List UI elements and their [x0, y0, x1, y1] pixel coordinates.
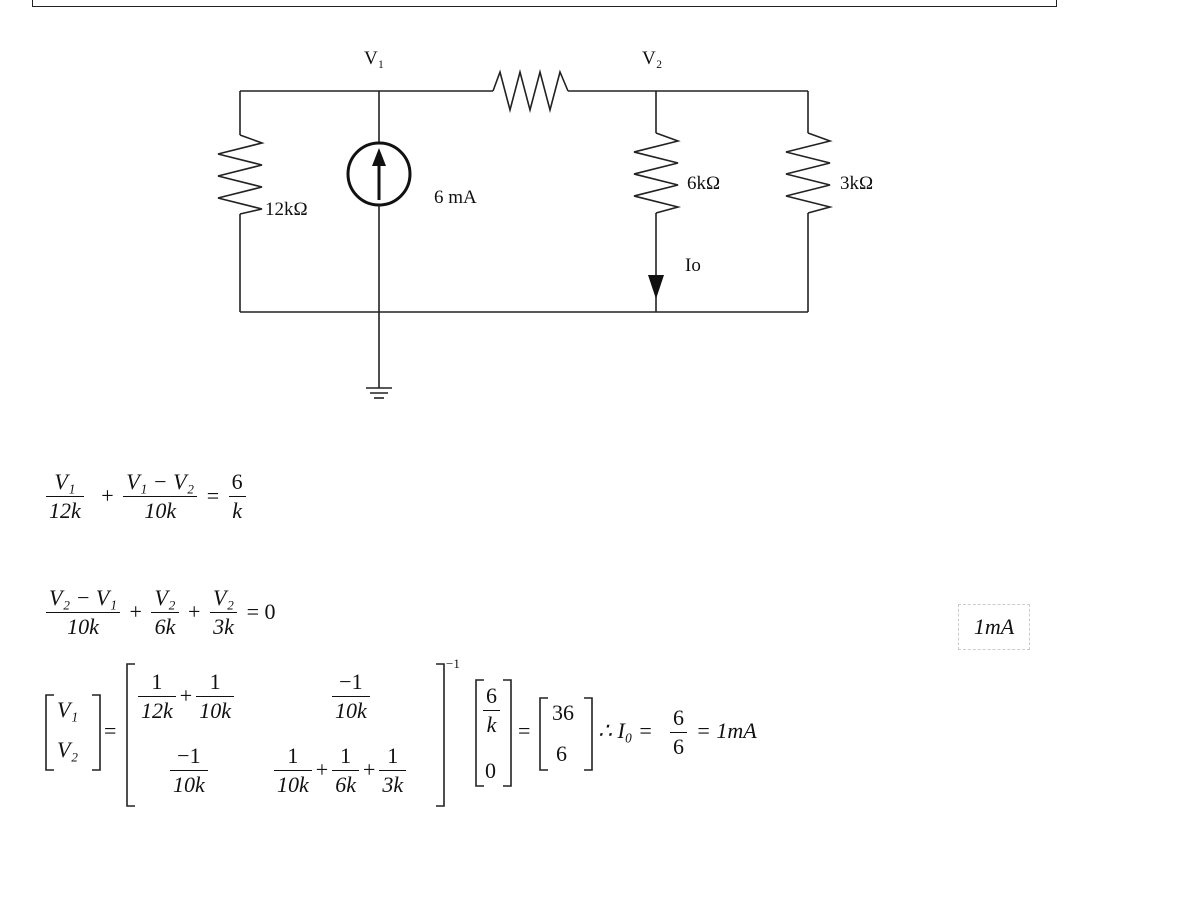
- matrix-right-bracket: [436, 663, 445, 807]
- vector-b-left-bracket: [475, 679, 484, 787]
- eq2-t2-den: 6k: [154, 613, 176, 639]
- eq1-t2-num: V₁ − V₂: [123, 468, 198, 497]
- matrix-left-bracket: [126, 663, 135, 807]
- equation-2: V₂ − V₁ 10k + V₂ 6k + V₂ 3k = 0: [44, 584, 277, 640]
- vector-r-right-bracket: [584, 697, 593, 771]
- eq1-t1-den: 12k: [49, 497, 81, 523]
- io-result: = 1mA: [696, 718, 757, 744]
- eq1-t2-den: 10k: [144, 497, 177, 523]
- resistor-3k: [785, 132, 834, 214]
- vector-v-left-bracket: [45, 694, 54, 771]
- io-result-text: = 1mA: [696, 718, 757, 743]
- vector-b-right-bracket: [503, 679, 512, 787]
- a22-plus-1: +: [315, 757, 329, 782]
- vec-v2: V₂: [57, 737, 78, 763]
- eq2-term3: V₂ 3k: [209, 584, 238, 640]
- a22-d3: 3k: [382, 771, 404, 797]
- resistor-12k: [217, 134, 265, 215]
- eq2-t2-num: V₂: [151, 584, 179, 613]
- eq1-t1-num: V₁: [46, 468, 84, 497]
- vec-v2-text: V₂: [57, 737, 79, 762]
- a11-d1: 12k: [141, 697, 173, 723]
- label-3k: 3kΩ: [840, 173, 873, 194]
- eq2-t3-num: V₂: [209, 584, 238, 613]
- vec-v1: V₁: [57, 697, 78, 723]
- a21-d: 10k: [173, 771, 205, 797]
- vector-r-left-bracket: [539, 697, 548, 771]
- io-d: 6: [673, 733, 684, 759]
- eq1-rhs-den: k: [232, 497, 243, 523]
- series-resistor: [492, 68, 569, 114]
- label-io: Io: [685, 255, 701, 276]
- a22-plus-2: +: [362, 757, 376, 782]
- therefore-text: ∴ I₀ =: [598, 718, 653, 743]
- a12-d: 10k: [335, 697, 367, 723]
- resistor-6k: [633, 132, 682, 214]
- eq2-t1-den: 10k: [67, 613, 99, 639]
- vec-v1-text: V₁: [57, 697, 79, 722]
- node-label-v2: V₂: [642, 48, 662, 69]
- vec-r2: 6: [556, 741, 567, 766]
- a22-d1: 10k: [277, 771, 309, 797]
- b1-d: k: [486, 711, 497, 737]
- a11-n2: 1: [196, 668, 234, 697]
- a11-n1: 1: [138, 668, 176, 697]
- b1-n: 6: [483, 682, 500, 711]
- source-arrow-head: [372, 148, 386, 166]
- a22-n1: 1: [274, 742, 312, 771]
- eq2-op2: +: [188, 599, 201, 624]
- eq1-op2: =: [206, 483, 220, 508]
- inverse-exponent: −1: [446, 656, 460, 671]
- a22-d2: 6k: [335, 771, 356, 797]
- eq1-term2: V₁ − V₂ 10k: [123, 468, 198, 524]
- a22-n2: 1: [332, 742, 359, 771]
- label-6k: 6kΩ: [687, 173, 720, 194]
- eq1-rhs-num: 6: [228, 468, 246, 497]
- eq2-term2: V₂ 6k: [151, 584, 179, 640]
- matrix-equals: =: [104, 718, 117, 743]
- io-n: 6: [670, 704, 687, 733]
- answer-box: 1mA: [958, 604, 1030, 650]
- eq1-term1: V₁ 12k: [46, 468, 84, 524]
- eq2-t3-den: 3k: [213, 613, 234, 639]
- eq2-term1: V₂ − V₁ 10k: [46, 584, 121, 640]
- answer-text: 1mA: [973, 614, 1015, 639]
- eq2-rhs: = 0: [246, 599, 276, 624]
- node-label-v1: V₁: [364, 48, 384, 69]
- equation-1: V₁ 12k + V₁ − V₂ 10k = 6 k: [44, 468, 248, 524]
- label-source: 6 mA: [434, 187, 477, 208]
- therefore-io: ∴ I₀ =: [598, 718, 653, 744]
- vec-b2: 0: [485, 758, 496, 783]
- io-arrow-icon: [648, 275, 664, 299]
- eq2-t1-num: V₂ − V₁: [46, 584, 121, 613]
- eq1-op1: +: [101, 483, 114, 508]
- a22-n3: 1: [379, 742, 407, 771]
- a11-d2: 10k: [199, 697, 231, 723]
- eq1-rhs: 6 k: [228, 468, 246, 524]
- label-12k: 12kΩ: [265, 199, 308, 220]
- matrix-equals-2: =: [518, 718, 531, 743]
- a21-n: −1: [170, 742, 208, 771]
- a11-plus: +: [179, 683, 193, 708]
- vector-v-right-bracket: [92, 694, 101, 771]
- a12-n: −1: [332, 668, 370, 697]
- eq2-op1: +: [129, 599, 142, 624]
- vec-r1: 36: [552, 700, 574, 725]
- top-box-border: gg: [32, 0, 1057, 7]
